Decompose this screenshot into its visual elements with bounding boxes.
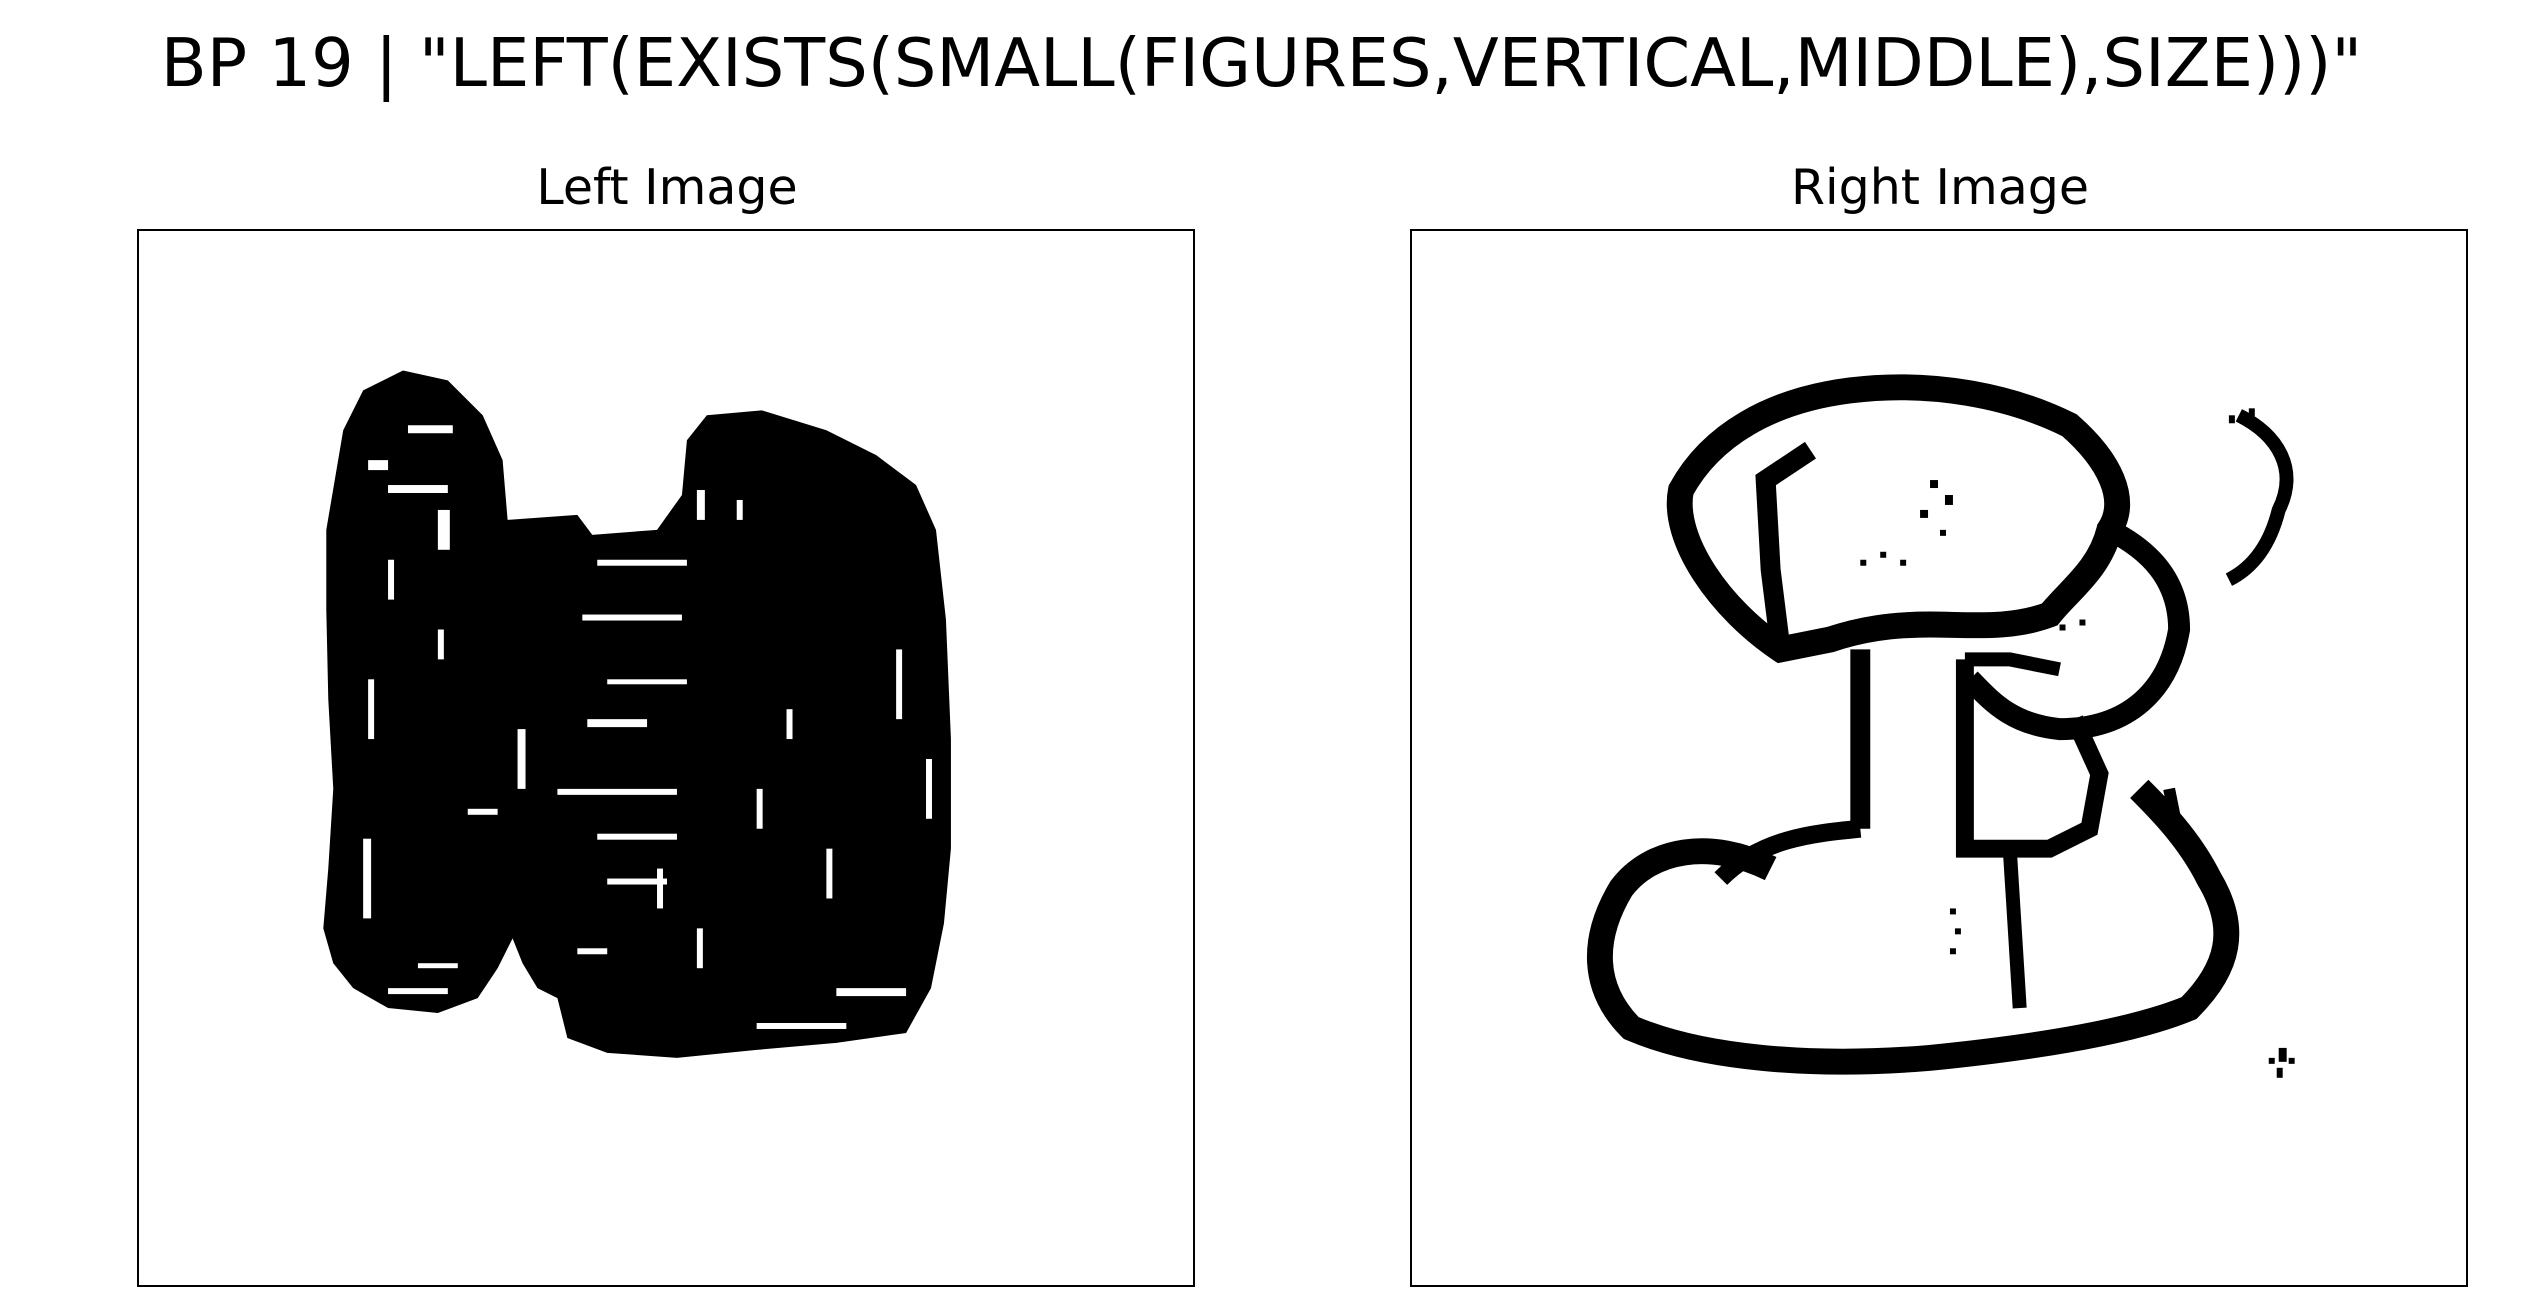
- right-bitmap-image: [1586, 374, 2295, 1078]
- right-figure-strokes: [1586, 374, 2294, 1075]
- left-image-panel: [137, 229, 1195, 1287]
- figure-title: BP 19 | "LEFT(EXISTS(SMALL(FIGURES,VERTI…: [160, 24, 2363, 102]
- right-panel-title: Right Image: [1790, 159, 2090, 216]
- left-figure-strokes: [323, 370, 951, 1058]
- right-figure-speckles: [1860, 408, 2295, 1078]
- left-bitmap-image: [323, 370, 951, 1058]
- right-image-panel: [1410, 229, 2468, 1287]
- left-panel-title: Left Image: [536, 159, 798, 216]
- left-figure-gaps: [363, 425, 932, 1029]
